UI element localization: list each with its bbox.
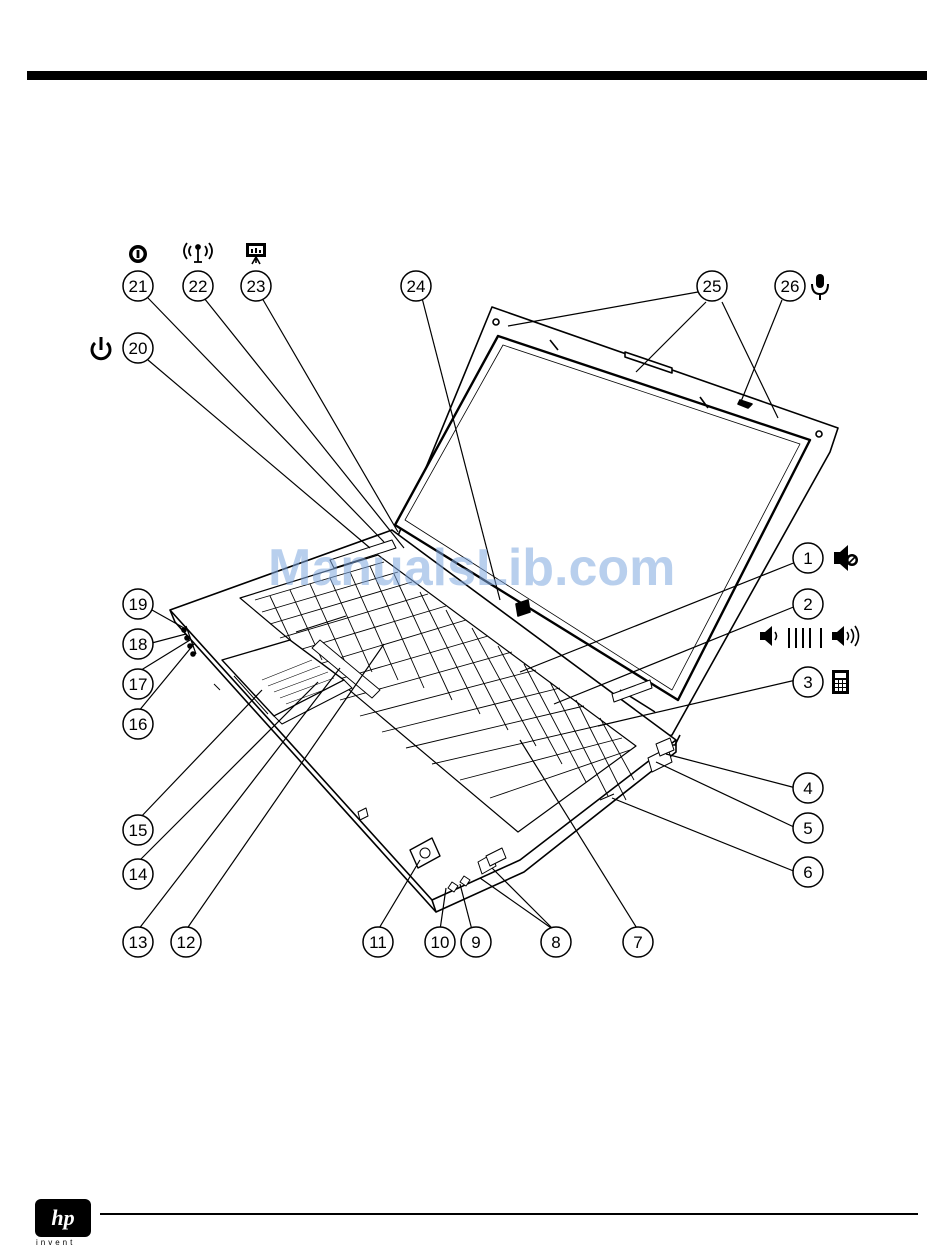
calculator-icon — [832, 670, 849, 694]
callout-23: 23 — [241, 271, 271, 301]
hp-tagline: invent — [36, 1238, 75, 1247]
svg-text:14: 14 — [129, 865, 148, 884]
callout-12: 12 — [171, 927, 201, 957]
callout-5: 5 — [793, 813, 823, 843]
svg-text:4: 4 — [803, 779, 812, 798]
callout-14: 14 — [123, 859, 153, 889]
microphone-icon — [812, 274, 828, 300]
svg-text:5: 5 — [803, 819, 812, 838]
svg-text:7: 7 — [633, 933, 642, 952]
svg-text:24: 24 — [407, 277, 426, 296]
svg-text:17: 17 — [129, 675, 148, 694]
watermark: ManualsLib.com — [268, 538, 675, 598]
callout-11: 11 — [363, 927, 393, 957]
svg-text:2: 2 — [803, 595, 812, 614]
power-icon — [92, 337, 110, 359]
volume-mute-icon — [834, 545, 858, 571]
svg-text:6: 6 — [803, 863, 812, 882]
svg-text:12: 12 — [177, 933, 196, 952]
callout-2: 2 — [793, 589, 823, 619]
callout-7: 7 — [623, 927, 653, 957]
callout-20: 20 — [123, 333, 153, 363]
callout-25: 25 — [697, 271, 727, 301]
svg-text:22: 22 — [189, 277, 208, 296]
svg-text:10: 10 — [431, 933, 450, 952]
svg-text:23: 23 — [247, 277, 266, 296]
svg-text:13: 13 — [129, 933, 148, 952]
callout-18: 18 — [123, 629, 153, 659]
callout-8: 8 — [541, 927, 571, 957]
callout-24: 24 — [401, 271, 431, 301]
laptop-illustration — [170, 307, 838, 912]
callout-19: 19 — [123, 589, 153, 619]
svg-text:26: 26 — [781, 277, 800, 296]
presentation-icon — [246, 243, 266, 264]
callout-9: 9 — [461, 927, 491, 957]
svg-text:9: 9 — [471, 933, 480, 952]
footer-rule — [100, 1213, 918, 1215]
callout-1: 1 — [793, 543, 823, 573]
hp-logo: hp — [34, 1198, 92, 1238]
callout-15: 15 — [123, 815, 153, 845]
callout-26: 26 — [775, 271, 805, 301]
callout-4: 4 — [793, 773, 823, 803]
wireless-icon — [184, 243, 212, 262]
callout-6: 6 — [793, 857, 823, 887]
callout-13: 13 — [123, 927, 153, 957]
callout-21: 21 — [123, 271, 153, 301]
svg-text:hp: hp — [51, 1205, 74, 1230]
svg-text:11: 11 — [369, 933, 387, 952]
svg-text:15: 15 — [129, 821, 148, 840]
svg-text:16: 16 — [129, 715, 148, 734]
svg-text:1: 1 — [803, 549, 812, 568]
svg-text:3: 3 — [803, 673, 812, 692]
callout-22: 22 — [183, 271, 213, 301]
callout-17: 17 — [123, 669, 153, 699]
volume-scroll-icon — [760, 626, 859, 648]
svg-text:19: 19 — [129, 595, 148, 614]
svg-text:20: 20 — [129, 339, 148, 358]
svg-text:8: 8 — [551, 933, 560, 952]
svg-text:18: 18 — [129, 635, 148, 654]
callout-3: 3 — [793, 667, 823, 697]
callout-10: 10 — [425, 927, 455, 957]
callout-16: 16 — [123, 709, 153, 739]
info-icon — [129, 245, 147, 263]
svg-text:21: 21 — [129, 277, 148, 296]
svg-text:25: 25 — [703, 277, 722, 296]
